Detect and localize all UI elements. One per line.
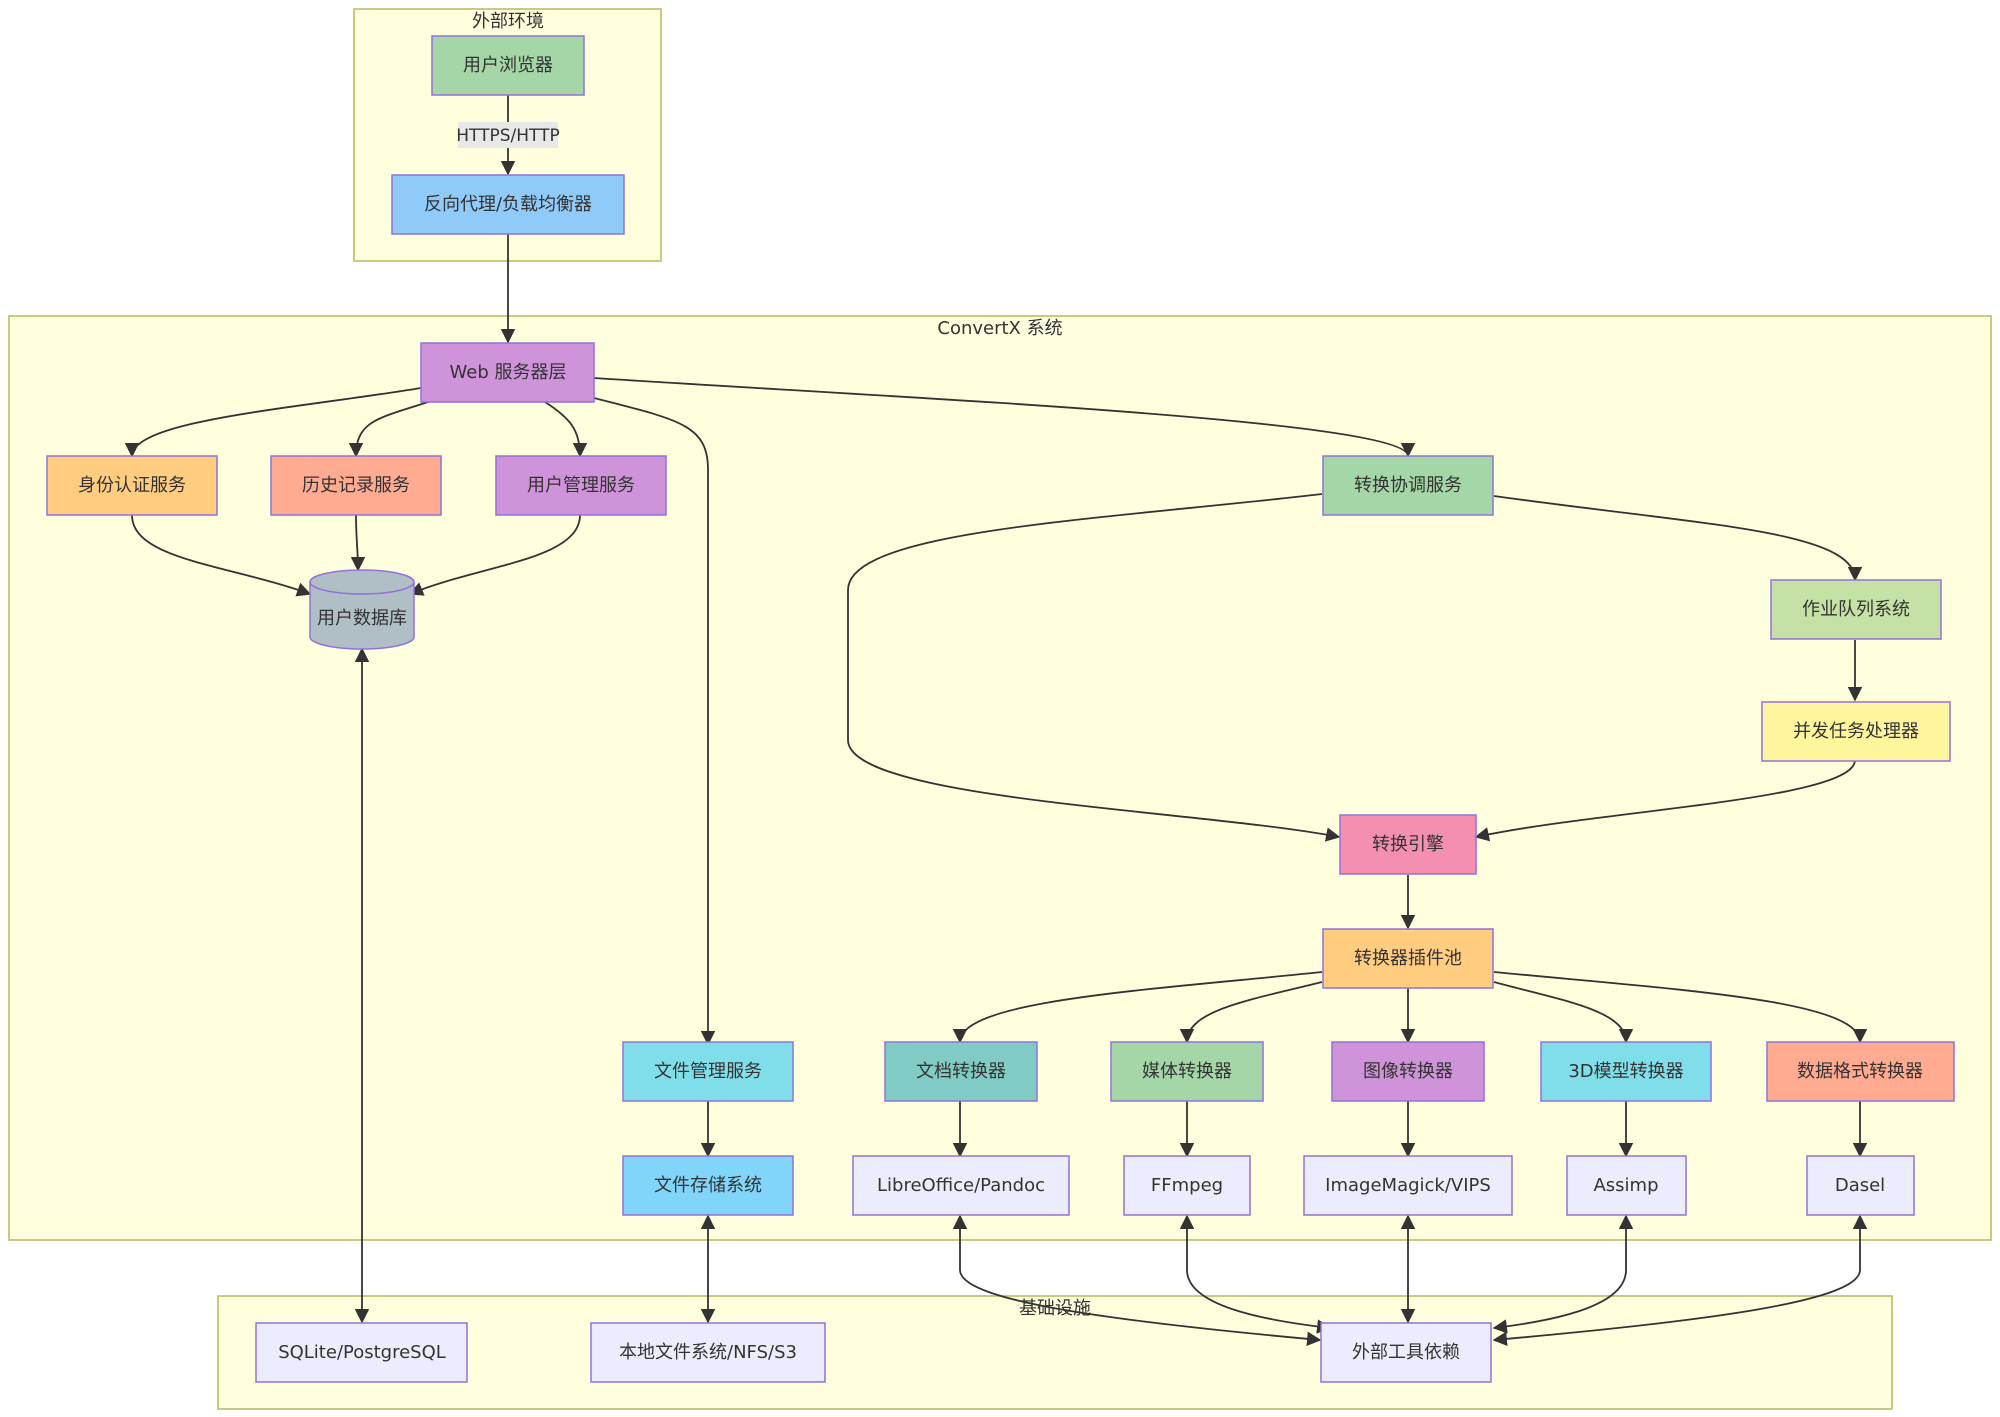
node-file-storage-system[interactable]: 文件存储系统 xyxy=(622,1155,794,1216)
node-external-tool-dependencies[interactable]: 外部工具依赖 xyxy=(1320,1322,1492,1383)
node-media-converter[interactable]: 媒体转换器 xyxy=(1110,1041,1264,1102)
node-conversion-coordinator-label: 转换协调服务 xyxy=(1354,475,1462,496)
cluster-system-title: ConvertX 系统 xyxy=(937,318,1062,339)
edge-coord-queue xyxy=(1493,495,1863,582)
edge-history-userdb xyxy=(350,514,366,572)
node-auth-service-label: 身份认证服务 xyxy=(78,475,186,496)
node-external-tools-label: 外部工具依赖 xyxy=(1352,1342,1460,1363)
node-image-converter-label: 图像转换器 xyxy=(1363,1061,1453,1082)
node-assimp[interactable]: Assimp xyxy=(1566,1155,1687,1216)
node-conversion-coordinator[interactable]: 转换协调服务 xyxy=(1322,455,1494,516)
node-file-storage-label: 文件存储系统 xyxy=(654,1175,762,1196)
node-conversion-engine-label: 转换引擎 xyxy=(1372,834,1444,855)
node-conversion-engine[interactable]: 转换引擎 xyxy=(1339,814,1477,875)
node-ffmpeg[interactable]: FFmpeg xyxy=(1123,1155,1251,1216)
node-history-service-label: 历史记录服务 xyxy=(302,475,410,496)
node-sqlite-label: SQLite/PostgreSQL xyxy=(278,1342,446,1363)
node-file-management-label: 文件管理服务 xyxy=(654,1061,762,1082)
edge-concurrent-engine xyxy=(1474,759,1856,842)
node-job-queue[interactable]: 作业队列系统 xyxy=(1770,579,1942,640)
node-libreoffice-label: LibreOffice/Pandoc xyxy=(877,1175,1045,1196)
node-3d-model-converter-label: 3D模型转换器 xyxy=(1568,1061,1683,1082)
node-dasel[interactable]: Dasel xyxy=(1806,1155,1915,1216)
node-media-converter-label: 媒体转换器 xyxy=(1142,1061,1232,1082)
edge-ffmpeg-exttools xyxy=(1179,1214,1332,1334)
node-job-queue-label: 作业队列系统 xyxy=(1802,599,1910,620)
cluster-infrastructure: 基础设施 xyxy=(217,1295,1893,1410)
node-document-converter-label: 文档转换器 xyxy=(916,1061,1006,1082)
edge-auth-userdb xyxy=(131,514,312,597)
node-document-converter[interactable]: 文档转换器 xyxy=(884,1041,1038,1102)
node-assimp-label: Assimp xyxy=(1593,1175,1658,1196)
node-sqlite-postgresql[interactable]: SQLite/PostgreSQL xyxy=(255,1322,468,1383)
edge-label-https: HTTPS/HTTP xyxy=(456,122,560,148)
node-user-database-label: 用户数据库 xyxy=(317,608,407,629)
edge-web-auth xyxy=(124,387,422,458)
node-user-browser-label: 用户浏览器 xyxy=(463,55,553,76)
node-reverse-proxy-label: 反向代理/负载均衡器 xyxy=(424,194,592,215)
edge-coord-engine xyxy=(847,493,1341,842)
edge-web-history xyxy=(348,401,429,458)
node-data-format-converter-label: 数据格式转换器 xyxy=(1797,1061,1923,1082)
edge-web-filemgmt xyxy=(593,397,716,1046)
node-local-file-system[interactable]: 本地文件系统/NFS/S3 xyxy=(590,1322,826,1383)
edge-pool-docconv xyxy=(952,971,1323,1044)
node-ffmpeg-label: FFmpeg xyxy=(1151,1175,1223,1196)
edge-pool-mediaconv xyxy=(1179,981,1323,1044)
node-web-server-label: Web 服务器层 xyxy=(450,362,567,383)
node-converter-plugin-pool[interactable]: 转换器插件池 xyxy=(1322,928,1494,989)
node-image-converter[interactable]: 图像转换器 xyxy=(1331,1041,1485,1102)
node-auth-service[interactable]: 身份认证服务 xyxy=(46,455,218,516)
edge-web-coord xyxy=(593,377,1416,458)
node-local-file-system-label: 本地文件系统/NFS/S3 xyxy=(619,1342,797,1363)
node-converter-plugin-pool-label: 转换器插件池 xyxy=(1354,948,1462,969)
node-user-management-service[interactable]: 用户管理服务 xyxy=(495,455,667,516)
node-concurrent-processor-label: 并发任务处理器 xyxy=(1793,721,1919,742)
edge-pool-dataconv xyxy=(1493,971,1868,1044)
node-file-management-service[interactable]: 文件管理服务 xyxy=(622,1041,794,1102)
cluster-external-title: 外部环境 xyxy=(472,11,544,32)
node-imagemagick-vips[interactable]: ImageMagick/VIPS xyxy=(1303,1155,1513,1216)
node-imagemagick-label: ImageMagick/VIPS xyxy=(1325,1175,1491,1196)
edges xyxy=(124,95,1868,1347)
edge-label-https-text: HTTPS/HTTP xyxy=(456,126,560,146)
node-user-browser[interactable]: 用户浏览器 xyxy=(431,35,585,96)
node-dasel-label: Dasel xyxy=(1835,1175,1885,1196)
node-data-format-converter[interactable]: 数据格式转换器 xyxy=(1766,1041,1955,1102)
node-user-management-label: 用户管理服务 xyxy=(527,475,635,496)
edge-usermgmt-userdb xyxy=(408,514,581,596)
node-concurrent-processor[interactable]: 并发任务处理器 xyxy=(1761,701,1951,762)
node-history-service[interactable]: 历史记录服务 xyxy=(270,455,442,516)
node-reverse-proxy[interactable]: 反向代理/负载均衡器 xyxy=(391,174,625,235)
node-libreoffice-pandoc[interactable]: LibreOffice/Pandoc xyxy=(852,1155,1070,1216)
edge-pool-modelconv xyxy=(1493,981,1634,1044)
node-web-server[interactable]: Web 服务器层 xyxy=(420,342,595,403)
edge-web-usermgmt xyxy=(544,401,588,458)
edge-dasel-exttools xyxy=(1492,1214,1868,1347)
node-3d-model-converter[interactable]: 3D模型转换器 xyxy=(1540,1041,1712,1102)
node-user-database[interactable]: 用户数据库 xyxy=(309,569,415,650)
